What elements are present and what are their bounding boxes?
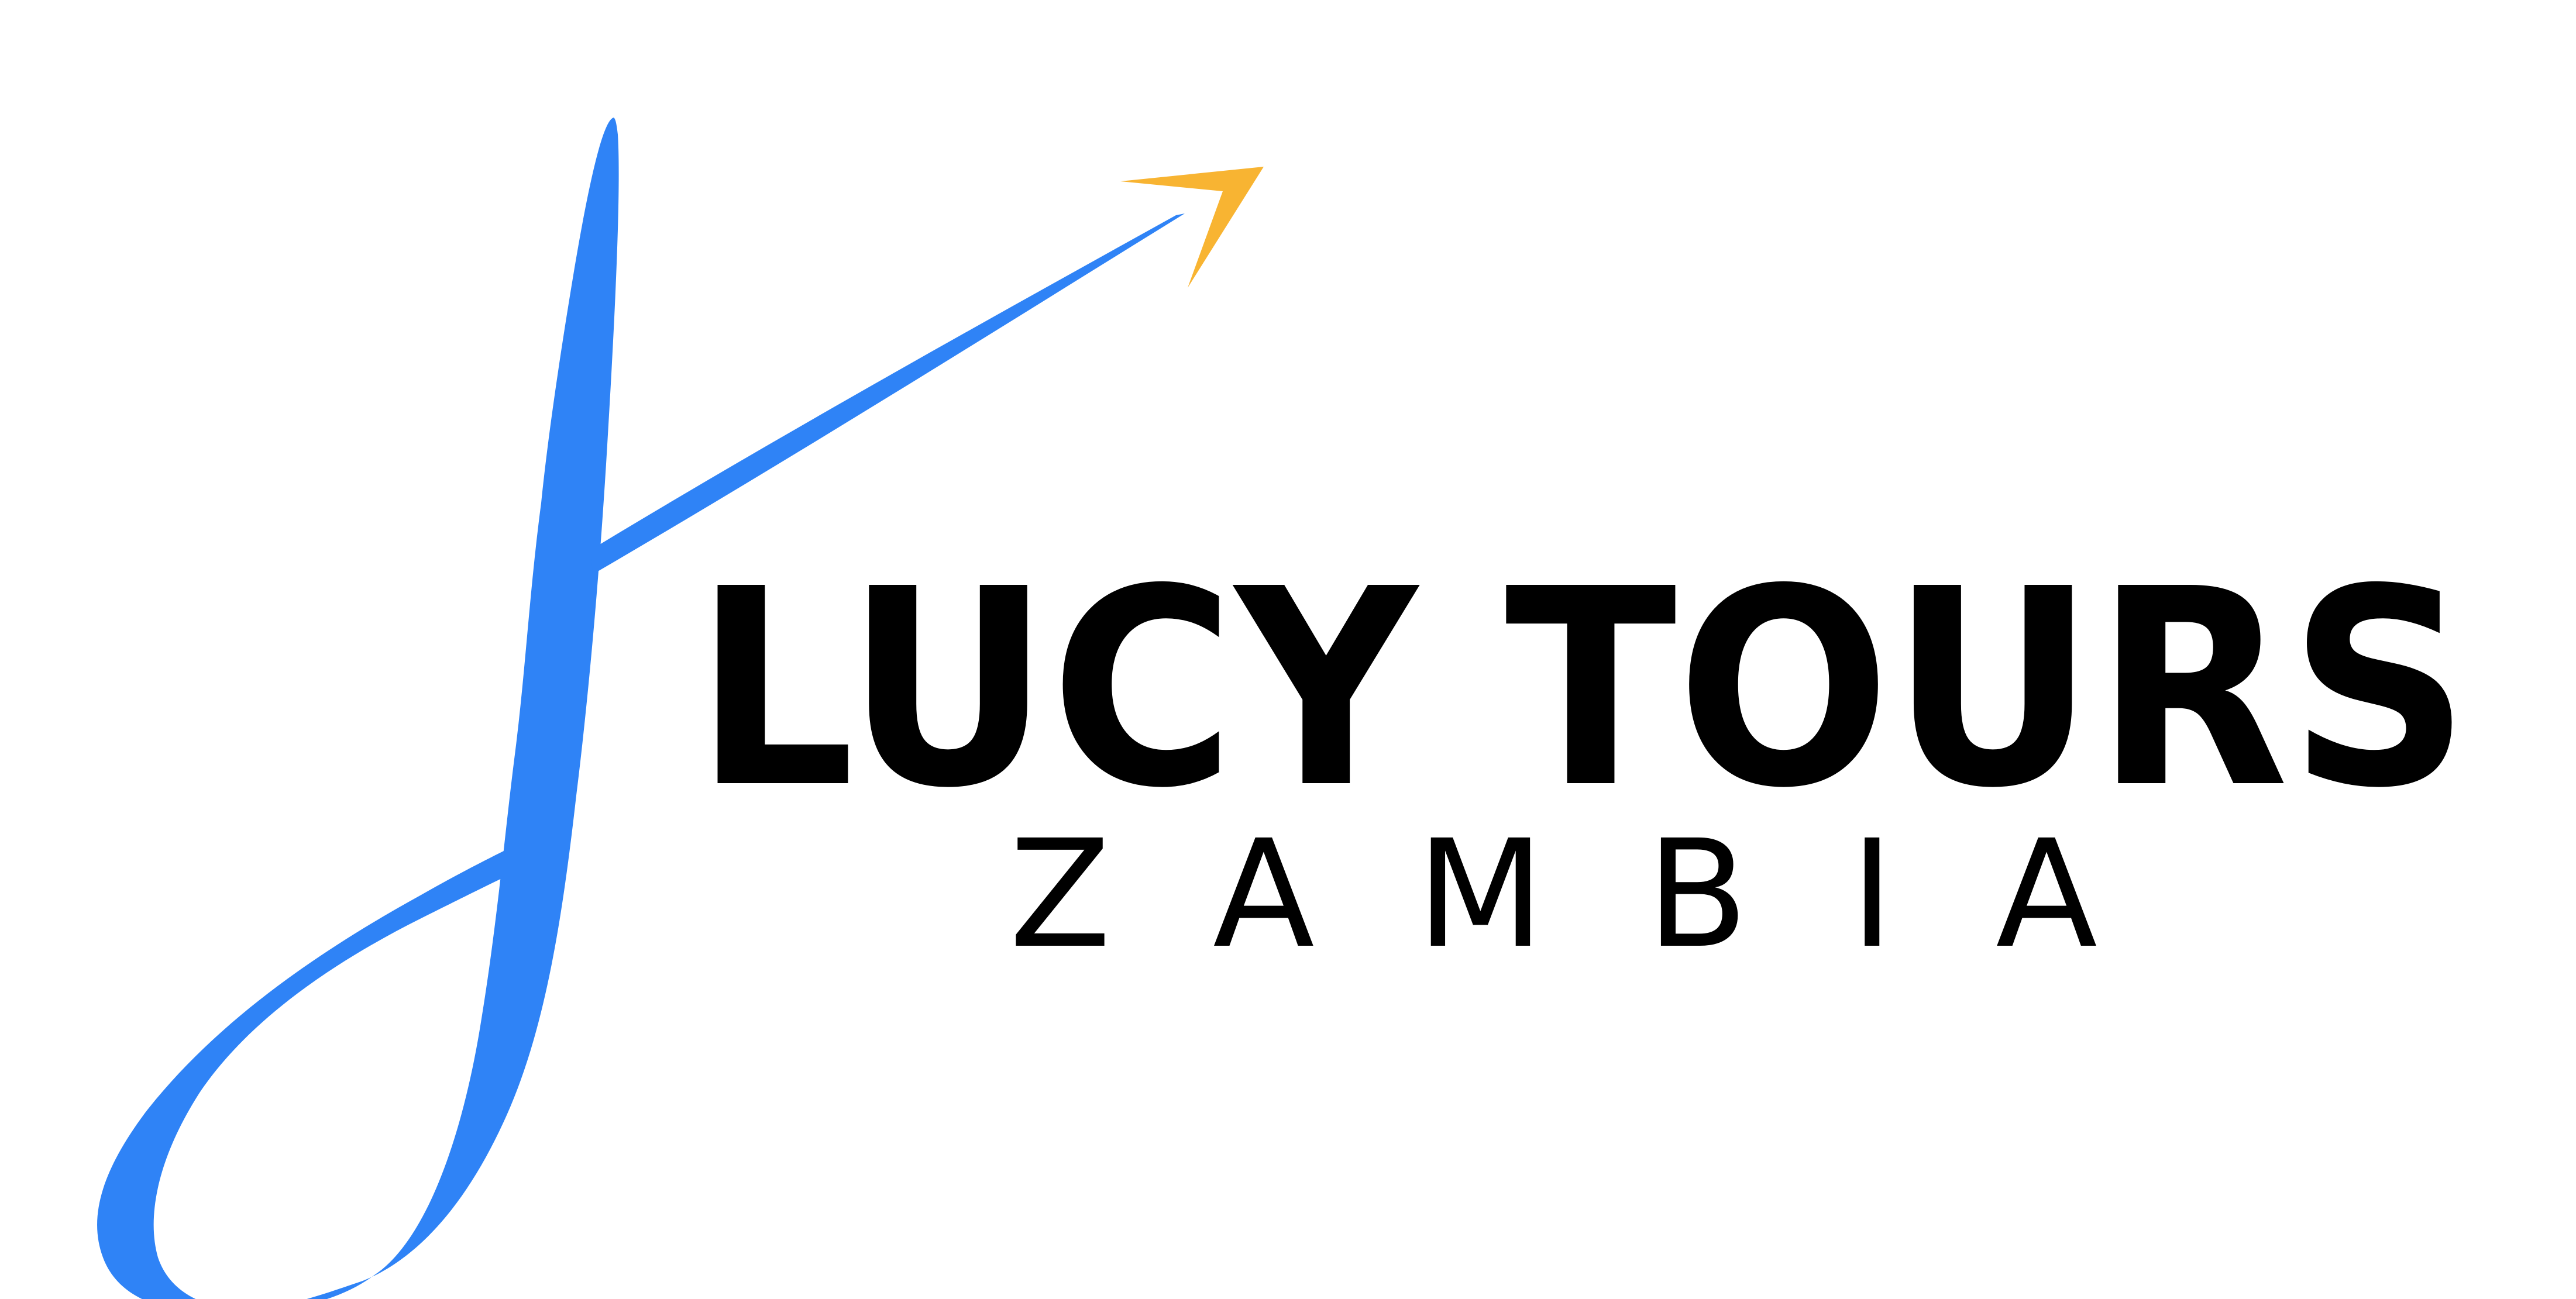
paper-plane-icon: [1120, 167, 1264, 288]
swoosh-letter-l-icon: [97, 118, 1185, 1299]
brand-name: LUCY TOURS: [694, 530, 2470, 847]
